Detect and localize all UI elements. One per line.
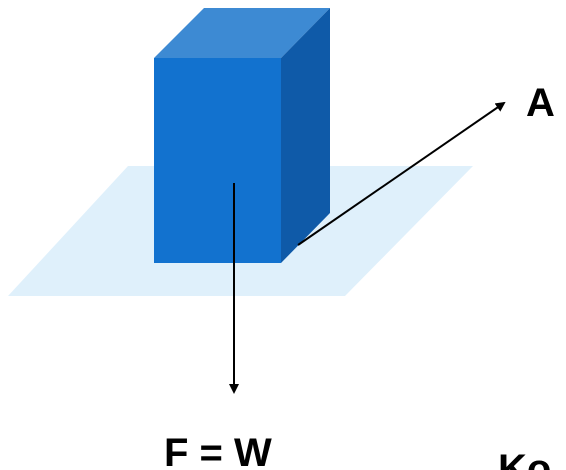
area-arrow <box>297 101 506 246</box>
area-label: A <box>526 81 555 125</box>
corner-label: Ko <box>498 447 551 470</box>
block-top-face <box>154 8 330 58</box>
force-label: F = W <box>164 431 272 470</box>
block-front-face <box>154 58 281 263</box>
block-side-face <box>281 8 330 263</box>
